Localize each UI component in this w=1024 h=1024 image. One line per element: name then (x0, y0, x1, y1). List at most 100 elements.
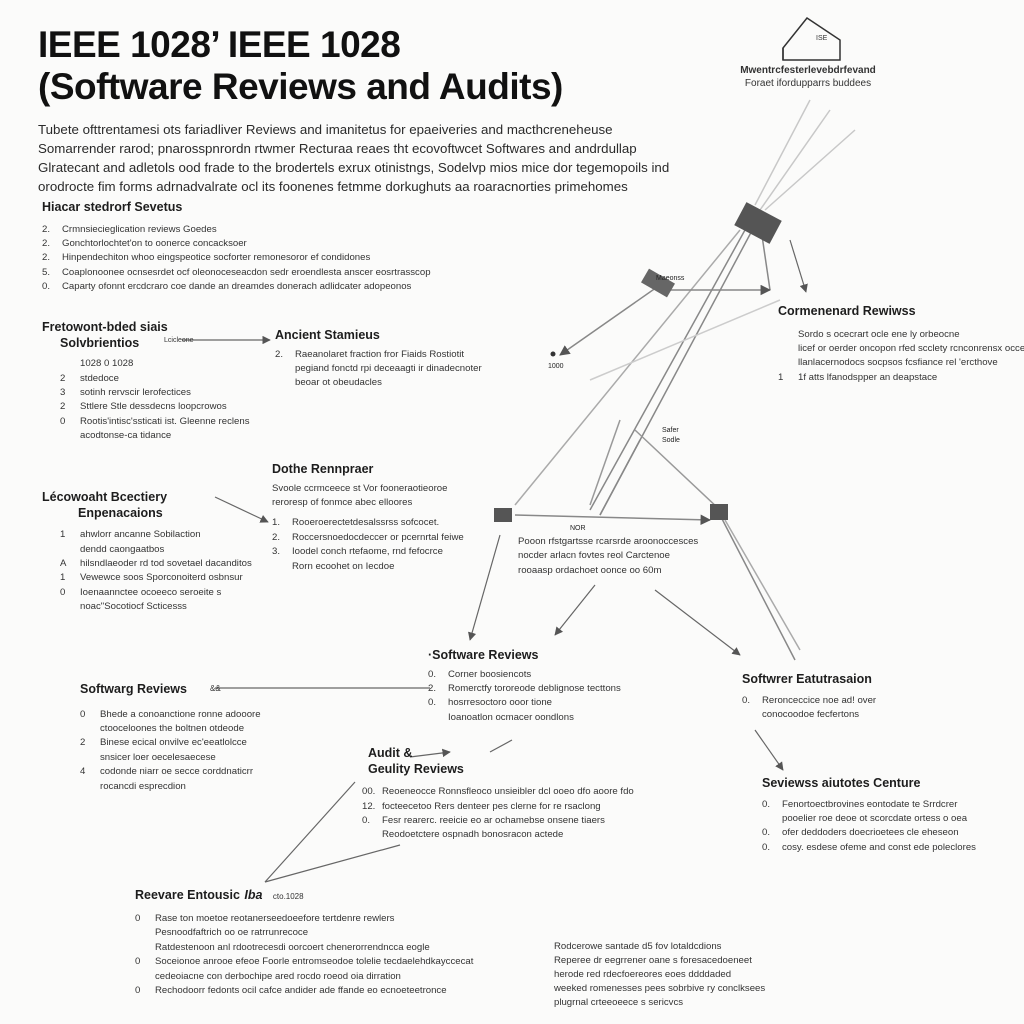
list-item-text: Ratdestenoon anl rdootrecesdi oorcoert c… (155, 941, 430, 953)
title-line-2: (Software Reviews and Audits) (38, 65, 563, 107)
list-item: Ioanoatlon ocmacer oondlons (428, 711, 621, 725)
figure-leg-mid (599, 439, 641, 516)
list-item-number: 2. (42, 223, 51, 235)
list-item-number: 0. (762, 798, 771, 810)
logo-caption: Mwentrcfesterlevebdrfevand Foraet ifordu… (728, 65, 888, 90)
list-item-number: A (60, 558, 67, 570)
list-item: 2.Hinpendechiton whoo eingspeotice socfo… (42, 251, 431, 265)
section-ancient: Ancient Stamieus 2. Raeanolaret fraction … (275, 328, 482, 391)
list-item: 2.Crmnsiecieglication reviews Goedes (42, 223, 431, 237)
figure-crossbar (634, 429, 721, 511)
section-audit-quality-heading-2: Geulity Reviews (368, 761, 464, 776)
list-item-text: Reodoetctere ospnadh bonosracon actede (382, 829, 564, 841)
section-reviews-centure-heading: Seviewss aiutotes Centure (762, 776, 921, 790)
list-item: cedeoiacne con derbochipe ared rocdo roe… (135, 970, 473, 984)
list-item: beoar ot obeudacles (275, 376, 482, 390)
list-item-text: pooelier roe deoe ot scorcdate ortess o … (782, 813, 968, 825)
section-reevare-entousic-heading-row: Reevare Entousic Iba cto.1028 (135, 886, 473, 904)
section-audit-quality-heading-1: Audit & (368, 746, 413, 760)
list-item-number: 2. (428, 683, 437, 695)
list-item: 0. Reronceccice noe ad! over (742, 694, 876, 708)
logo-icon-text: ISE (816, 35, 828, 42)
list-item: weeked romenesses pees sobrbive ry concl… (534, 982, 765, 996)
list-item-text: dendd caongaatbos (80, 543, 165, 555)
list-item: ctooceloones the boltnen otdeode (80, 722, 261, 736)
list-item-number: 0. (742, 694, 751, 706)
figure-ray-4 (589, 299, 781, 381)
list-item-number: 0. (362, 815, 371, 827)
list-item-text: Romerctfy tororeode deblignose tecttons (448, 683, 621, 695)
list-item-number: 5. (42, 266, 51, 278)
list-item: Pooon rfstgartsse rcarsrde aroonoccesces (498, 535, 698, 549)
logo-caption-line-1: Mwentrcfesterlevebdrfevand (740, 65, 876, 76)
list-item-text: Bhede a conoanctione ronne adooore (100, 708, 261, 720)
list-item-text: nocder arlacn fovtes reol Carctenoe (518, 550, 670, 562)
section-reevare-entousic-list: 0 Rase ton moetoe reotanerseedoeefore ter… (135, 912, 473, 998)
list-item-text: Rodcerowe santade d5 fov lotaldcdions (554, 941, 722, 952)
section-dothe-intro: Svoole ccrmceece st Vor fooneraotieoroe … (272, 482, 464, 511)
logo-caption-line-2: Foraet ifordupparrs buddees (744, 77, 872, 89)
section-commented-reviews-heading: Cormenenard Rewiwss (778, 304, 916, 318)
arrow-s5-to-s6 (214, 496, 269, 523)
list-item-text: 1f atts lfanodspper an deapstace (798, 371, 938, 383)
list-item-text: Reronceccice noe ad! over (762, 694, 877, 706)
section-ancient-heading: Ancient Stamieus (275, 328, 380, 342)
list-item-number: 0 (135, 956, 141, 968)
list-item: pooelier roe deoe ot scorcdate ortess o … (762, 812, 976, 826)
section-audit-quality-list: 00.Reoeneocce Ronnsfleoco unsieibler dcl… (362, 785, 634, 843)
section-softwarg-reviews-heading: Softwarg Reviews (80, 682, 187, 696)
list-item-text: Rase ton moetoe reotanerseedoeefore tert… (155, 913, 395, 924)
list-item: Pesnoodfaftrich oo oe ratrrunrecoce (135, 926, 473, 940)
list-item-number: 2 (60, 401, 66, 413)
list-item-text: ahwlorr ancanne Sobilaction (80, 529, 201, 541)
figure-leg-right (719, 514, 796, 661)
list-item-text: acodtonse-ca tidance (80, 430, 172, 442)
arrow-audit-small (409, 748, 451, 758)
house-icon (782, 16, 841, 61)
list-item-number: 2. (42, 252, 51, 264)
list-item-text: sotinh rervscir lerofectices (80, 387, 191, 399)
list-item: 2.Roccersnoedocdeccer or pcernrtal feiwe (272, 531, 464, 545)
list-item-text: Raeanolaret fraction fror Fiaids Rostiot… (295, 348, 465, 360)
list-item: 2. Raeanolaret fraction fror Fiaids Rosti… (275, 348, 482, 362)
list-item: pegiand fonctd rpi deceaagti ir dinadecn… (275, 362, 482, 376)
list-item-text: herode red rdecfoereores eoes ddddaded (554, 968, 732, 980)
section-framework-heading-2: Solvbrientios (60, 335, 140, 350)
list-item-number: 1. (272, 517, 281, 529)
list-item: acodtonse-ca tidance (60, 429, 202, 443)
list-item-text: cosy. esdese ofeme and const ede poleclo… (782, 841, 976, 853)
list-item-text: focteecetoo Rers denteer pes clerne for … (382, 800, 601, 812)
list-item: llanlacernodocs socpsos fcsfiance rel 'e… (778, 356, 1024, 370)
list-item-text: hilsndlaeoder rd tod sovetael dacanditos (80, 558, 252, 570)
figure-leg-short (589, 419, 621, 506)
list-item: Sordo s ocecrart ocle ene ly orbeocne (778, 328, 1024, 342)
list-item-text: conocoodoe fecfertons (762, 709, 860, 721)
list-item-number: 2. (275, 348, 284, 360)
section-framework: Fretowont-bded siais Solvbrientios Lcicl… (42, 320, 250, 444)
figure-side-label: Safer (662, 427, 679, 434)
list-item-text: rooaasp ordachoet oonce oo 60m (518, 564, 662, 576)
list-item: Rodcerowe santade d5 fov lotaldcdions (534, 940, 765, 954)
list-item-text: Rechodoorr fedonts ocil cafce andider ad… (155, 984, 447, 996)
section-history-heading: Hiacar stedrorf Sevetus (42, 200, 183, 214)
arrow-s10-to-s12 (754, 729, 784, 771)
list-item-text: weeked romenesses pees sobrbive ry concl… (554, 982, 766, 994)
list-item-number: 0. (428, 668, 437, 680)
list-item-text: 1028 0 1028 (80, 358, 134, 370)
list-item-number: 00. (362, 786, 376, 798)
figure-foot-right (710, 504, 728, 520)
figure-joint-block (641, 268, 675, 298)
list-item: Ratdestenoon anl rdootrecesdi oorcoert c… (135, 941, 473, 955)
list-item: Reperee dr eegrrener oane s foresacedoen… (534, 954, 765, 968)
list-item: 2.Gonchtorlochtet'on to oonerce concacks… (42, 237, 431, 251)
